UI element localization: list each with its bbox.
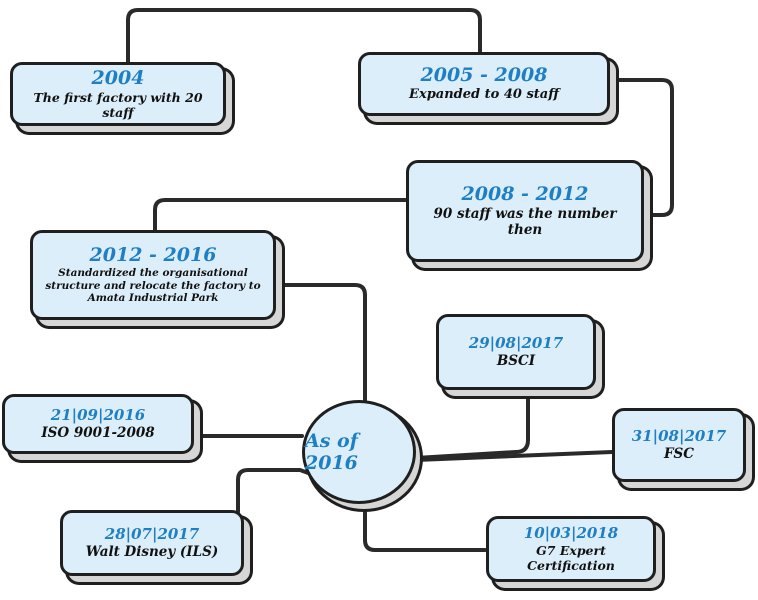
- center-label: As of 2016: [305, 430, 358, 474]
- certification-fsc: 31|08|2017 FSC: [612, 408, 746, 482]
- certification-name: Walt Disney (ILS): [85, 543, 219, 560]
- milestone-date: 2005 - 2008: [420, 64, 548, 87]
- connector-2012-to-center: [278, 283, 367, 402]
- milestone-description: Standardized the organisational structur…: [45, 267, 261, 305]
- milestone-date: 2004: [91, 67, 145, 90]
- milestone-2008-2012: 2008 - 2012 90 staff was the number then: [406, 160, 644, 262]
- certification-name: ISO 9001-2008: [41, 424, 155, 441]
- milestone-2004: 2004 The first factory with 20 staff: [10, 62, 226, 126]
- connector-2008-to-2012: [153, 198, 410, 234]
- certification-bsci: 29|08|2017 BSCI: [436, 314, 596, 390]
- connector-2005-to-2008: [610, 78, 674, 217]
- connector-center-to-g7: [363, 502, 487, 552]
- connector-2004-to-2005: [126, 8, 482, 64]
- certification-walt-disney: 28|07|2017 Walt Disney (ILS): [60, 510, 244, 576]
- certification-name: BSCI: [496, 352, 536, 369]
- certification-date: 28|07|2017: [104, 525, 200, 544]
- certification-date: 10|03|2018: [523, 524, 619, 543]
- certification-g7: 10|03|2018 G7 Expert Certification: [486, 516, 656, 582]
- center-node: As of 2016: [302, 400, 416, 504]
- milestone-description: The first factory with 20 staff: [33, 89, 203, 120]
- certification-name: G7 Expert Certification: [527, 542, 615, 573]
- milestone-description: 90 staff was the number then: [433, 205, 617, 238]
- certification-name: FSC: [663, 445, 695, 462]
- milestone-description: Expanded to 40 staff: [409, 87, 559, 103]
- connector-center-to-disney: [236, 468, 324, 514]
- milestone-date: 2008 - 2012: [461, 182, 589, 205]
- certification-date: 21|09|2016: [50, 406, 146, 425]
- connector-center-to-bsci: [414, 390, 530, 460]
- certification-iso: 21|09|2016 ISO 9001-2008: [2, 394, 194, 454]
- certification-date: 29|08|2017: [468, 334, 564, 353]
- milestone-date: 2012 - 2016: [89, 244, 217, 267]
- certification-date: 31|08|2017: [631, 427, 727, 446]
- connector-center-to-fsc: [414, 450, 614, 462]
- milestone-2005-2008: 2005 - 2008 Expanded to 40 staff: [358, 52, 610, 116]
- milestone-2012-2016: 2012 - 2016 Standardized the organisatio…: [30, 230, 276, 320]
